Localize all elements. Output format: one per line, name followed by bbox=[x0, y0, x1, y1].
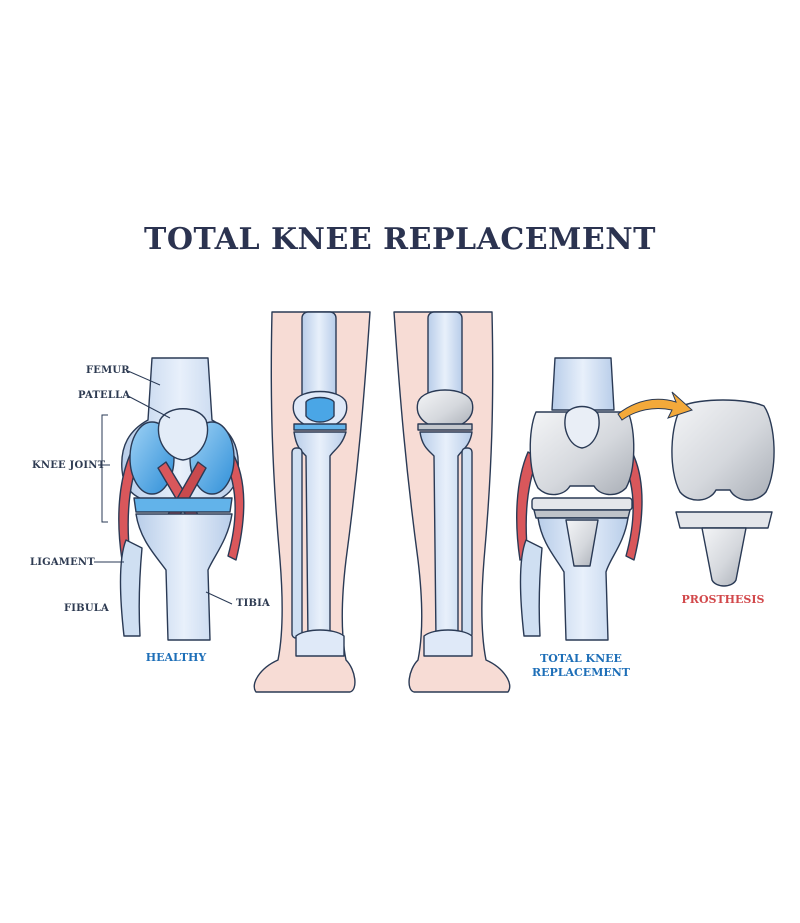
replacement-leg bbox=[393, 311, 511, 693]
caption-replacement-line2: REPLACEMENT bbox=[531, 666, 630, 679]
caption-replacement-line1: TOTAL KNEE bbox=[540, 652, 622, 665]
prosthesis-femoral bbox=[671, 399, 775, 501]
replacement-implant-femoral bbox=[416, 389, 474, 429]
healthy-fibula bbox=[291, 447, 303, 639]
healthy-knee bbox=[118, 357, 245, 641]
label-fibula: FIBULA bbox=[64, 603, 109, 614]
label-ligament: LIGAMENT bbox=[30, 557, 95, 568]
label-knee-joint: KNEE JOINT bbox=[32, 460, 106, 471]
healthy-meniscus bbox=[293, 423, 347, 431]
replaced-fibula bbox=[519, 539, 543, 637]
caption-healthy: HEALTHY bbox=[145, 651, 207, 664]
replaced-knee bbox=[516, 357, 643, 641]
patella-bone bbox=[157, 408, 209, 461]
replacement-implant-tray bbox=[417, 423, 473, 431]
label-leaders bbox=[94, 370, 233, 605]
label-patella: PATELLA bbox=[78, 390, 131, 401]
prosthesis-insert bbox=[675, 511, 773, 529]
tibial-insert bbox=[531, 497, 633, 511]
medial-ligament bbox=[223, 451, 245, 561]
fibula-bone bbox=[119, 539, 143, 637]
page-title: TOTAL KNEE REPLACEMENT bbox=[144, 222, 656, 257]
replacement-fibula bbox=[461, 447, 473, 639]
healthy-ankle bbox=[295, 629, 345, 657]
healthy-leg bbox=[253, 311, 371, 693]
replaced-tibia bbox=[537, 517, 629, 641]
label-femur: FEMUR bbox=[86, 365, 130, 376]
prosthesis-stem bbox=[701, 527, 747, 587]
tibial-tray bbox=[533, 509, 631, 519]
tibial-stem bbox=[565, 519, 599, 567]
curved-arrow-icon bbox=[617, 391, 693, 421]
replaced-femur bbox=[551, 357, 615, 411]
prosthesis-parts bbox=[671, 399, 775, 587]
replacement-ankle bbox=[423, 629, 473, 657]
tibia-bone bbox=[135, 513, 233, 641]
caption-prosthesis: PROSTHESIS bbox=[681, 593, 765, 606]
femoral-component bbox=[529, 411, 635, 496]
healthy-patella bbox=[305, 396, 335, 423]
meniscus bbox=[133, 497, 233, 513]
label-tibia: TIBIA bbox=[236, 598, 271, 609]
replaced-patella bbox=[564, 405, 600, 449]
